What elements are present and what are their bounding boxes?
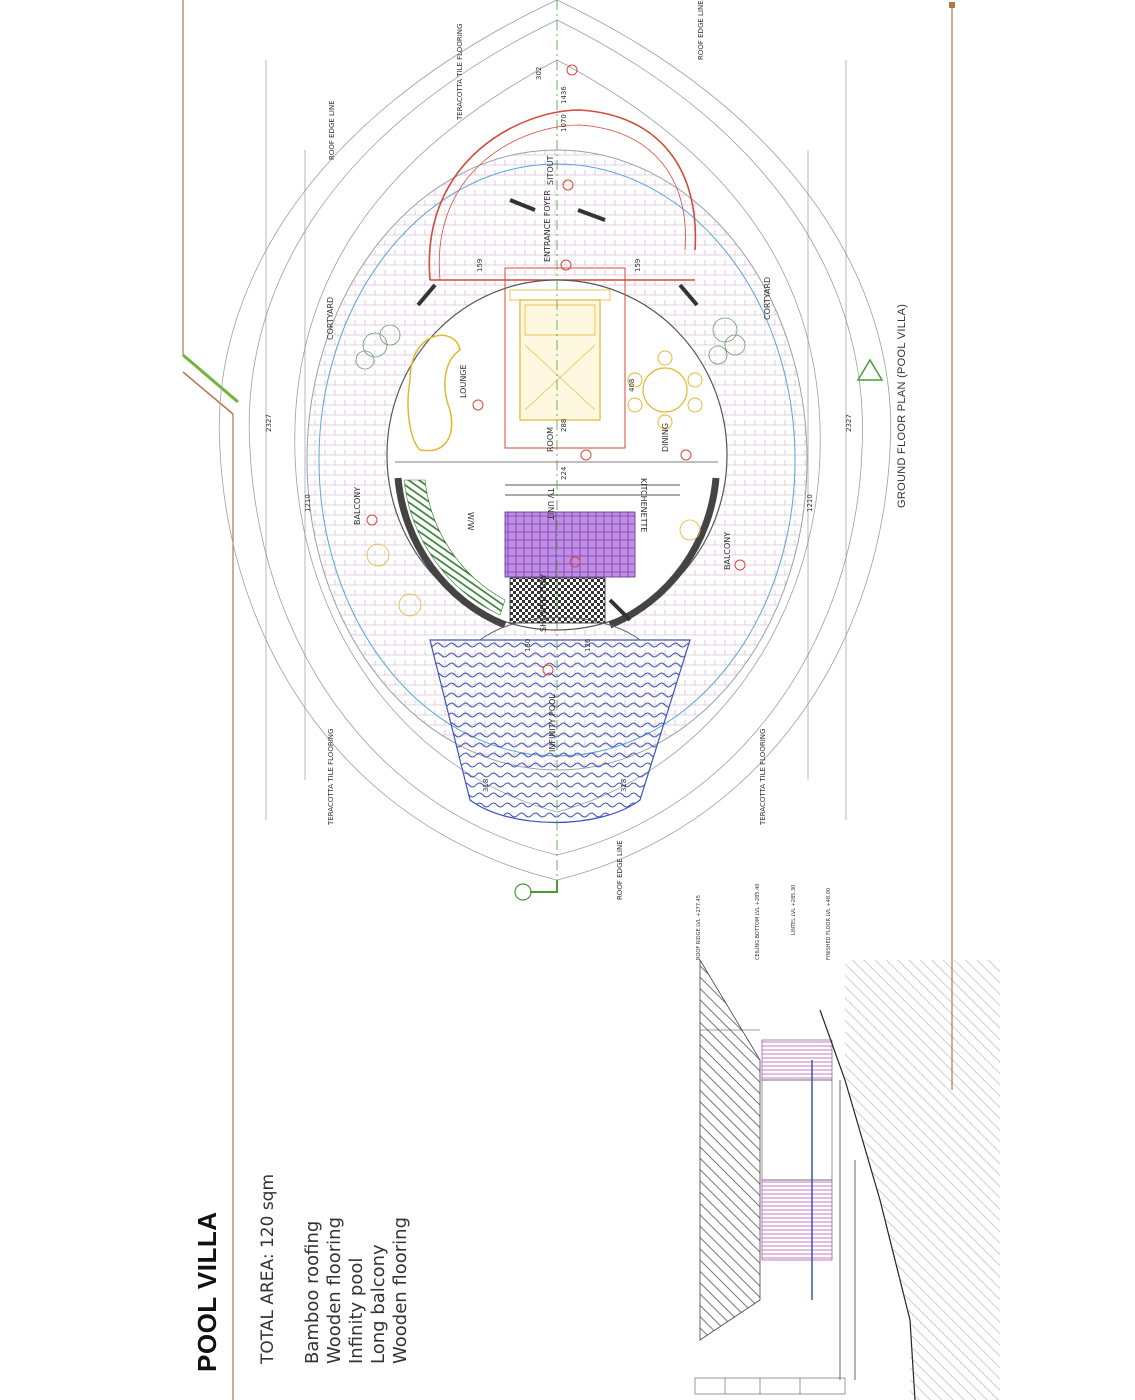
label-shower-tray: SHOWER TRAY — [539, 574, 548, 632]
section-label-ceiling: CEILING BOTTOM LVL +285.40 — [755, 884, 761, 960]
dim-1436: 1436 — [560, 86, 568, 104]
bedroom-wall — [504, 267, 626, 449]
planter-strip — [403, 479, 506, 616]
callout-roof-edge-top: ROOF EDGE LINE — [328, 100, 336, 160]
frame-accent — [182, 353, 239, 404]
headboard — [509, 289, 611, 301]
door-leaf — [608, 598, 632, 622]
label-cortyard-top: CORTYARD — [326, 297, 335, 340]
dim-159b: 159 — [634, 259, 642, 272]
dim-318a: 318 — [482, 779, 490, 792]
bed — [519, 299, 601, 421]
callout-teracotta-bottom: TERACOTTA TILE FLOORING — [759, 729, 767, 826]
dim-1210-bottom: 1210 — [806, 494, 814, 512]
section-room — [761, 1079, 833, 1181]
cortyard-trees — [355, 317, 746, 370]
bed-pillow — [524, 304, 596, 336]
section-label-floor: FINISHED FLOOR LVL +48.00 — [826, 888, 832, 960]
bathroom-floor — [504, 511, 636, 578]
section-dim-bar — [694, 1377, 846, 1395]
dim-130: 130 — [524, 639, 532, 652]
label-balcony-top: BALCONY — [353, 487, 362, 525]
bed-cover — [524, 344, 596, 411]
door-leaf — [416, 283, 437, 307]
north-arrow-icon — [856, 358, 884, 381]
dim-overall-bottom: 2327 — [845, 414, 853, 432]
section-label-roof: ROOF RIDGE LVL +277.45 — [696, 895, 702, 960]
section-label-lintel: LINTEL LVL +285.30 — [791, 885, 797, 935]
label-balcony-bottom: BALCONY — [723, 532, 732, 570]
callout-roof-edge-bottom: ROOF EDGE LINE — [616, 840, 624, 900]
label-tv-unit: TV UNIT — [546, 487, 555, 520]
label-sitout: SITOUT — [546, 156, 555, 185]
section-drawing — [694, 958, 1000, 1400]
door-leaf — [577, 208, 606, 222]
section-roof-top — [761, 1039, 833, 1081]
door-leaf — [509, 198, 536, 212]
dim-159a: 159 — [476, 259, 484, 272]
frame-line — [182, 371, 234, 415]
chair — [627, 397, 643, 413]
frame-marker — [949, 2, 955, 8]
dim-overall-top: 2327 — [265, 414, 273, 432]
dim-1210-top: 1210 — [304, 494, 312, 512]
label-ww: W/W — [466, 512, 475, 531]
lounge-sofa — [407, 334, 461, 452]
dim-408: 408 — [628, 379, 636, 392]
dim-302: 302 — [535, 67, 543, 80]
door-leaf — [678, 283, 699, 307]
axis-marker — [530, 880, 558, 893]
shower-tray — [509, 577, 606, 624]
sitout-wall-inner — [438, 124, 686, 281]
dim-126: 126 — [584, 638, 592, 652]
callout-roof-edge-right: ROOF EDGE LINE — [697, 0, 705, 60]
chair — [657, 350, 673, 366]
label-entrance-foyer: ENTRANCE FOYER — [543, 190, 552, 262]
label-lounge: LOUNGE — [459, 364, 468, 398]
balcony-planters — [366, 519, 701, 617]
pool-edge — [479, 617, 641, 641]
chair — [687, 397, 703, 413]
level-markers — [366, 64, 746, 676]
label-cortyard-bottom: CORTYARD — [763, 277, 772, 320]
chair — [627, 372, 643, 388]
dining-table — [642, 367, 688, 413]
chair — [657, 414, 673, 430]
dim-1070: 1070 — [560, 114, 568, 132]
label-room: ROOM — [546, 427, 555, 452]
sitout-wall — [428, 109, 697, 281]
balcony-wall — [608, 477, 720, 629]
dim-224: 224 — [560, 466, 568, 480]
terrain-hatch — [845, 960, 1000, 1400]
callout-teracotta-left: TERACOTTA TILE FLOORING — [327, 729, 335, 826]
dimension-lines — [265, 60, 847, 820]
chair — [687, 372, 703, 388]
label-infinity-pool: INFINITY POOL — [548, 694, 557, 752]
infinity-pool — [429, 639, 691, 824]
dim-288: 288 — [560, 419, 568, 432]
section-roof-bottom — [761, 1179, 833, 1261]
label-dining: DINING — [661, 423, 670, 452]
balcony-wall — [394, 477, 507, 629]
label-kitchenette: KITCHENETTE — [639, 478, 648, 532]
dim-318b: 318 — [620, 779, 628, 792]
axis-bubble — [514, 883, 532, 901]
section-hatch-left — [699, 958, 761, 1341]
callout-teracotta-top: TERACOTTA TILE FLOORING — [456, 24, 464, 121]
